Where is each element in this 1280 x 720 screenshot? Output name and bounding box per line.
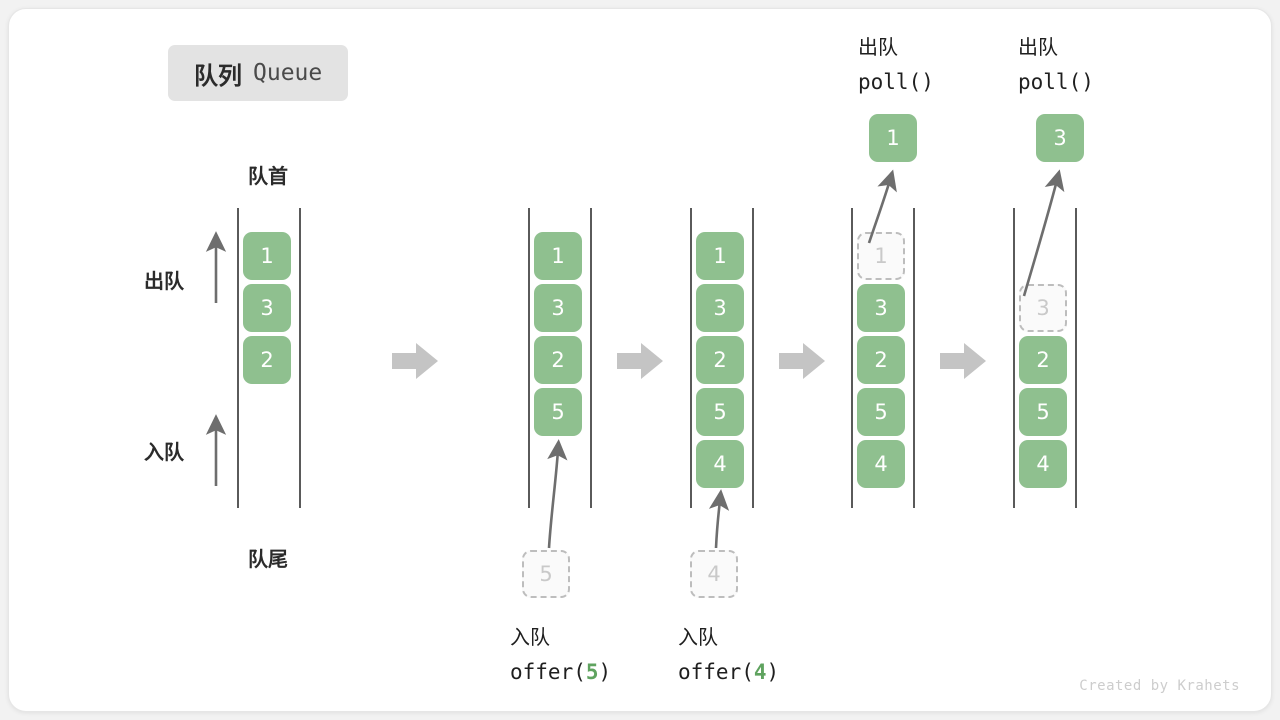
cell-stage-offer-4-0: 1 xyxy=(696,232,744,280)
cell-stage-poll-1-2: 2 xyxy=(857,336,905,384)
cell-stage-offer-5-1: 3 xyxy=(534,284,582,332)
operation-label-offer-5-cn: 入队 xyxy=(510,625,550,649)
cell-stage-poll-3-3: 4 xyxy=(1019,440,1067,488)
stage-poll-3-rail-right xyxy=(1075,208,1077,508)
operation-label-poll-3-fn: poll() xyxy=(1018,64,1094,100)
fn-prefix: offer( xyxy=(510,660,586,685)
stage-initial-rail-left xyxy=(237,208,239,508)
fn-prefix: offer( xyxy=(678,660,754,685)
cell-stage-offer-5-3: 5 xyxy=(534,388,582,436)
operation-label-poll-3: 出队 poll() xyxy=(1018,30,1094,101)
fn-prefix: poll( xyxy=(858,70,922,95)
cell-stage-poll-3-1: 2 xyxy=(1019,336,1067,384)
fn-arg: 5 xyxy=(585,660,599,685)
cell-stage-offer-5-2: 2 xyxy=(534,336,582,384)
result-cell-poll-3: 3 xyxy=(1036,114,1084,162)
title-english: Queue xyxy=(253,60,323,86)
operation-label-offer-5: 入队 offer(5) xyxy=(510,620,611,691)
stage-initial-rail-right xyxy=(299,208,301,508)
transition-arrow-2 xyxy=(617,343,663,379)
cell-stage-offer-4-2: 2 xyxy=(696,336,744,384)
dequeue-direction-label: 出队 xyxy=(144,269,184,293)
queue-head-label: 队首 xyxy=(248,164,288,188)
cell-stage-poll-1-1: 3 xyxy=(857,284,905,332)
stage-poll-3-rail-left xyxy=(1013,208,1015,508)
fn-suffix: ) xyxy=(598,660,612,685)
operation-label-poll-1-fn: poll() xyxy=(858,64,934,100)
fn-suffix: ) xyxy=(766,660,780,685)
queue-tail-label: 队尾 xyxy=(248,547,288,571)
stage-offer-4-rail-left xyxy=(690,208,692,508)
operation-label-offer-5-fn: offer(5) xyxy=(510,654,611,690)
operation-label-offer-4: 入队 offer(4) xyxy=(678,620,779,691)
cell-stage-poll-3-2: 5 xyxy=(1019,388,1067,436)
transition-arrow-3 xyxy=(779,343,825,379)
cell-stage-initial-2: 2 xyxy=(243,336,291,384)
diagram-title-badge: 队列 Queue xyxy=(168,45,349,101)
fn-arg: 4 xyxy=(753,660,767,685)
stage-offer-5-rail-right xyxy=(590,208,592,508)
cell-stage-offer-4-3: 5 xyxy=(696,388,744,436)
cell-stage-initial-0: 1 xyxy=(243,232,291,280)
pending-cell-offer-4: 4 xyxy=(690,550,738,598)
operation-label-poll-3-cn: 出队 xyxy=(1018,35,1058,59)
fn-prefix: poll( xyxy=(1018,70,1082,95)
transition-arrow-4 xyxy=(940,343,986,379)
cell-stage-offer-4-4: 4 xyxy=(696,440,744,488)
result-cell-poll-1: 1 xyxy=(869,114,917,162)
stage-offer-4-rail-right xyxy=(752,208,754,508)
credit-text: Created by Krahets xyxy=(1079,678,1240,694)
title-chinese: 队列 xyxy=(194,61,242,90)
operation-label-poll-1-cn: 出队 xyxy=(858,35,898,59)
fn-suffix: ) xyxy=(921,70,934,95)
stage-poll-1-rail-right xyxy=(913,208,915,508)
cell-stage-poll-1-0: 1 xyxy=(857,232,905,280)
cell-stage-offer-4-1: 3 xyxy=(696,284,744,332)
operation-label-poll-1: 出队 poll() xyxy=(858,30,934,101)
fn-suffix: ) xyxy=(1081,70,1094,95)
transition-arrow-1 xyxy=(392,343,438,379)
stage-offer-5-rail-left xyxy=(528,208,530,508)
cell-stage-offer-5-0: 1 xyxy=(534,232,582,280)
operation-label-offer-4-cn: 入队 xyxy=(678,625,718,649)
stage-poll-1-rail-left xyxy=(851,208,853,508)
cell-stage-initial-1: 3 xyxy=(243,284,291,332)
operation-label-offer-4-fn: offer(4) xyxy=(678,654,779,690)
cell-stage-poll-1-4: 4 xyxy=(857,440,905,488)
cell-stage-poll-3-0: 3 xyxy=(1019,284,1067,332)
enqueue-direction-label: 入队 xyxy=(144,440,184,464)
cell-stage-poll-1-3: 5 xyxy=(857,388,905,436)
pending-cell-offer-5: 5 xyxy=(522,550,570,598)
